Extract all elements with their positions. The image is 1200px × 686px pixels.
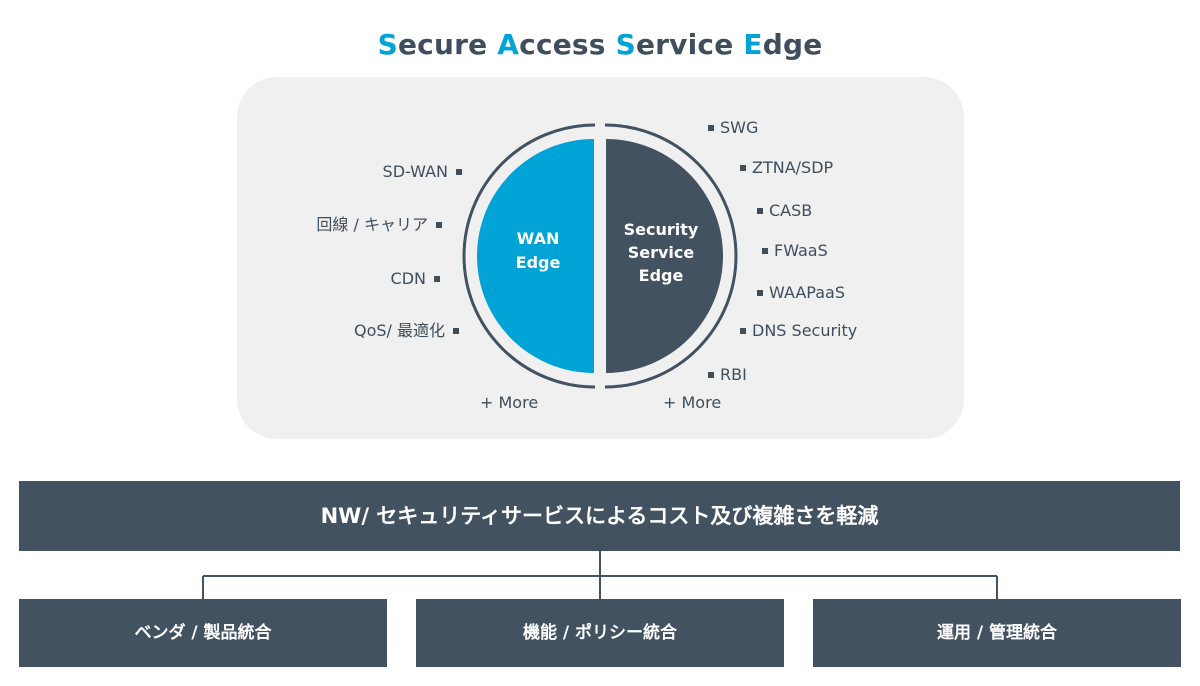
- wan-item-carrier: 回線 / キャリア: [316, 215, 442, 235]
- sse-item-label: ZTNA/SDP: [752, 158, 834, 177]
- sse-label-line1: Security: [624, 220, 699, 239]
- wan-edge-label-line2: Edge: [516, 253, 561, 272]
- wan-edge-half-circle: [477, 139, 594, 373]
- sse-item-fwaas: FWaaS: [762, 241, 828, 261]
- sse-item-label: SWG: [720, 118, 759, 137]
- bullet-icon: [757, 207, 763, 214]
- bullet-icon: [757, 289, 763, 296]
- sse-more-label: + More: [663, 393, 722, 412]
- sse-item-waapaas: WAAPaaS: [757, 283, 845, 303]
- title-letter-a: A: [497, 28, 520, 61]
- sse-outer-ring: [604, 123, 738, 389]
- bullet-icon: [453, 327, 459, 334]
- bullet-icon: [708, 371, 714, 378]
- sse-item-label: WAAPaaS: [769, 283, 845, 302]
- sub-benefit-vendor: ベンダ / 製品統合: [19, 599, 387, 667]
- wan-item-cdn: CDN: [391, 269, 440, 289]
- sase-panel: [237, 77, 964, 439]
- wan-item-label: 回線 / キャリア: [316, 215, 428, 234]
- wan-item-label: QoS/ 最適化: [353, 321, 445, 340]
- bullet-icon: [708, 124, 714, 131]
- sse-half-circle: [606, 139, 723, 373]
- bullet-icon: [740, 327, 746, 334]
- title-letter-s1: S: [377, 28, 398, 61]
- sub-benefit-operations: 運用 / 管理統合: [813, 599, 1181, 667]
- sse-item-label: RBI: [720, 365, 747, 384]
- sse-label-line2: Service: [628, 243, 695, 262]
- wan-edge-label-line1: WAN: [517, 229, 560, 248]
- sse-item-casb: CASB: [757, 201, 812, 221]
- title-word-dge: dge: [762, 28, 823, 61]
- benefit-bar: NW/ セキュリティサービスによるコスト及び複雑さを軽減: [19, 481, 1180, 551]
- title-word-ccess: ccess: [519, 28, 616, 61]
- bullet-icon: [434, 275, 440, 282]
- title-word-ecure: ecure: [397, 28, 498, 61]
- bullet-icon: [436, 221, 442, 228]
- sse-item-label: FWaaS: [774, 241, 828, 260]
- wan-more-label: + More: [480, 393, 539, 412]
- bullet-icon: [762, 247, 768, 254]
- title-letter-e: E: [743, 28, 763, 61]
- title-word-ervice: ervice: [635, 28, 744, 61]
- wan-item-qos: QoS/ 最適化: [354, 321, 459, 341]
- sse-item-rbi: RBI: [708, 365, 747, 385]
- sub-benefit-policy: 機能 / ポリシー統合: [416, 599, 784, 667]
- sse-item-swg: SWG: [708, 118, 758, 138]
- sse-item-label: DNS Security: [752, 321, 858, 340]
- bullet-icon: [740, 164, 746, 171]
- wan-item-sd-wan: SD-WAN: [383, 162, 462, 182]
- sse-item-ztna: ZTNA/SDP: [740, 158, 833, 178]
- title-letter-s2: S: [615, 28, 636, 61]
- diagram-title: Secure Access Service Edge: [0, 28, 1200, 61]
- wan-item-label: SD-WAN: [382, 162, 448, 181]
- wan-outer-ring: [462, 123, 596, 389]
- sse-item-dns-security: DNS Security: [740, 321, 857, 341]
- sse-item-label: CASB: [769, 201, 813, 220]
- wan-item-label: CDN: [390, 269, 426, 288]
- benefit-connectors: [202, 551, 998, 599]
- sse-label-line3: Edge: [639, 266, 684, 285]
- bullet-icon: [456, 168, 462, 175]
